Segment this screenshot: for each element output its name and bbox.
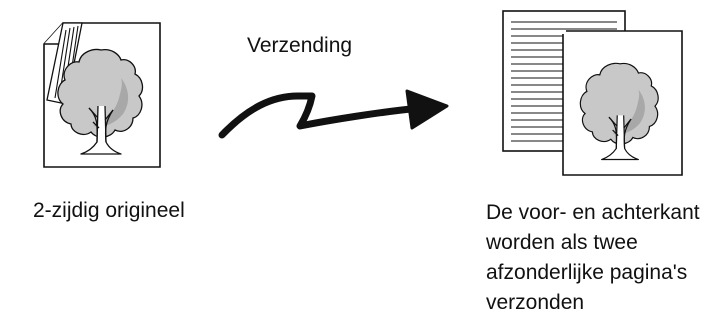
tree-page-icon bbox=[562, 30, 683, 176]
two-sided-original-document-icon bbox=[43, 22, 161, 168]
result-line: afzonderlijke pagina's bbox=[486, 261, 688, 284]
result-line: worden als twee bbox=[486, 231, 638, 254]
result-line: De voor- en achterkant bbox=[486, 201, 700, 224]
transmission-label: Verzending bbox=[247, 34, 353, 57]
transmission-zigzag-arrow-icon bbox=[218, 89, 449, 139]
original-label: 2-zijdig origineel bbox=[33, 199, 185, 222]
result-line: verzonden bbox=[486, 291, 585, 314]
result-description: De voor- en achterkant worden als twee a… bbox=[486, 198, 700, 318]
